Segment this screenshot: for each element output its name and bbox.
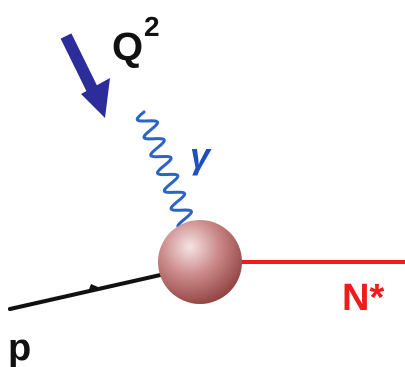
nstar-label: N* bbox=[342, 277, 384, 319]
gamma-label: γ bbox=[190, 135, 212, 176]
momentum-arrowhead-icon bbox=[81, 78, 110, 118]
photon-wavy-line bbox=[135, 110, 193, 230]
momentum-arrow-icon bbox=[60, 33, 101, 98]
vertex-sphere-icon bbox=[158, 220, 242, 304]
q-exponent-label: 2 bbox=[144, 11, 160, 42]
proton-label: p bbox=[8, 327, 31, 367]
q-label: Q bbox=[112, 25, 143, 69]
proton-arrowhead-icon bbox=[88, 284, 98, 292]
